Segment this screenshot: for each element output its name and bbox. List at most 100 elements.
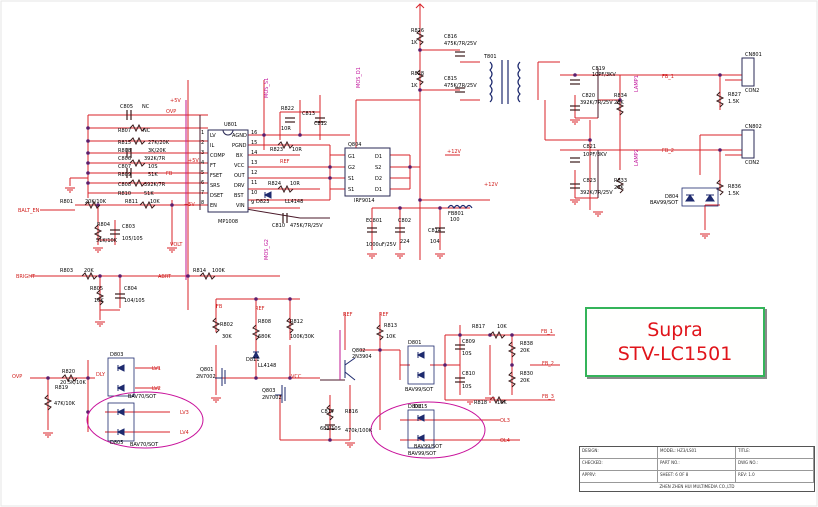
- label-q801-val: 2N7002: [196, 374, 216, 380]
- label-r812: R812: [290, 319, 303, 325]
- u801-pin-l1: LV: [210, 133, 216, 139]
- net-ovp: OVP: [166, 109, 176, 115]
- label-c815-val: 475K/7R/25V: [444, 83, 477, 89]
- net-dly: DLY: [96, 372, 106, 378]
- label-c805: C805: [120, 104, 133, 110]
- u801-pinno-1: 1: [201, 130, 204, 136]
- net-top-v2: MOS_D1: [356, 67, 362, 88]
- net-volt: VOLT: [170, 242, 183, 248]
- tb-apprv: APPRV:: [580, 471, 658, 482]
- ic-q804: [344, 147, 391, 197]
- label-r816-val: 470k/100K: [345, 428, 373, 434]
- label-ec801-val: 1000uF/25V: [366, 242, 397, 248]
- q804-pin-6: D2: [375, 176, 382, 182]
- label-d804-val: BAV99/SOT: [650, 200, 679, 206]
- u801-pinno-14: 14: [251, 150, 257, 156]
- tb-part-no: PART NO.:: [658, 459, 736, 470]
- label-c809-val: 10S: [462, 351, 472, 357]
- u801-pinno-8: 8: [201, 200, 204, 206]
- label-ec801: EC801: [366, 218, 382, 224]
- u801-pin-l8: EN: [210, 203, 217, 209]
- label-r804-val: 51K/10K: [96, 238, 118, 244]
- tb-sheet: SHEET: 6 OF 8: [658, 471, 736, 482]
- label-d801: D801: [408, 340, 421, 346]
- label-q803-val: 2N7002: [262, 395, 282, 401]
- brand-name: Supra: [647, 319, 703, 341]
- label-r838-val: 20K: [520, 348, 530, 354]
- u801-pin-r5: OUT: [234, 173, 246, 179]
- net-fb1-right: FB_1: [662, 74, 674, 80]
- label-d823-val: LL4148: [285, 199, 303, 205]
- model-label-box: Supra STV-LC1501: [585, 307, 765, 377]
- u801-pin-r7: BST: [234, 193, 245, 199]
- net-ol3: OL3: [500, 418, 510, 424]
- label-d823: D823: [256, 199, 269, 205]
- label-d803-val: BAV70/SOT: [128, 394, 157, 400]
- q804-pin-3: G2: [348, 165, 355, 171]
- label-r805: R805: [90, 286, 103, 292]
- label-c823: C823: [583, 178, 596, 184]
- net-ovp-in: OVP: [12, 374, 22, 380]
- u801-pinno-5: 5: [201, 170, 204, 176]
- label-d802-val: BAV99/SOT: [408, 451, 437, 457]
- junction-nodes: [46, 48, 722, 442]
- net-vcc: VCC: [291, 374, 302, 380]
- u801-pinno-12: 12: [251, 170, 257, 176]
- u801-pin-l7: DSET: [210, 193, 224, 199]
- label-r824-val: 10R: [290, 181, 300, 187]
- label-d815-val: BAV99/SOT: [414, 444, 443, 450]
- model-name: STV-LC1501: [617, 343, 733, 365]
- label-c814: C814: [428, 228, 441, 234]
- label-r813: R813: [384, 323, 397, 329]
- net-labels: BALT_EN BRIGHT +12V +12V +5V +5V +5V OVP…: [12, 67, 674, 444]
- u801-pinno-2: 2: [201, 140, 204, 146]
- label-c816: C816: [444, 34, 457, 40]
- label-c802-val: 224: [400, 239, 410, 245]
- label-r827-val: 1.5K: [728, 99, 740, 105]
- label-r818-val: 10K: [497, 400, 507, 406]
- u801-pinno-13: 13: [251, 160, 257, 166]
- tb-company: ZHEN ZHEN HUI MULTIMEDIA CO.,LTD: [659, 484, 735, 489]
- q804-pin-2: D1: [375, 154, 382, 160]
- label-r822: R822: [281, 106, 294, 112]
- u801-pin-r8: VIN: [236, 203, 245, 209]
- ic-u801-labels: U801 MP1008 LV IL COMP FT FSET SRS DSET …: [201, 122, 257, 225]
- q804-pin-7: S1: [348, 187, 354, 193]
- label-r820: R820: [62, 369, 75, 375]
- label-r830-val: 20K: [520, 378, 530, 384]
- label-r816: R816: [345, 409, 358, 415]
- label-r834: R834: [614, 93, 627, 99]
- net-plus5v-b: +5V: [184, 202, 195, 208]
- u801-pin-l5: FSET: [210, 173, 223, 179]
- ic-u801: [207, 129, 249, 213]
- tb-checked: CHECKED:: [580, 459, 658, 470]
- net-lamp1: LAMP1: [634, 75, 640, 92]
- label-r818: R818: [474, 400, 487, 406]
- label-c808-val: 392K/7R: [144, 182, 166, 188]
- q804-ref: Q804: [348, 142, 361, 148]
- net-bright: BRIGHT: [16, 274, 36, 280]
- connectors: [741, 57, 755, 159]
- net-top-v1: MOS_S1: [264, 78, 270, 98]
- label-r819-val: 47K/10K: [54, 401, 76, 407]
- u801-pin-l3: COMP: [210, 153, 225, 159]
- label-d805: D805: [110, 440, 123, 446]
- net-fb2-right: FB_2: [662, 148, 674, 154]
- highlight-ellipses: [86, 391, 486, 459]
- label-q802-val: 2N3904: [352, 354, 372, 360]
- label-c823-val: 392K/7R/25V: [580, 190, 613, 196]
- label-c819-val: 10PF/3KV: [592, 72, 616, 78]
- diodes: [116, 191, 715, 442]
- label-r807-val: NC: [143, 128, 151, 134]
- net-plus5v-c: +5V: [188, 158, 199, 164]
- u801-pin-l6: SRS: [210, 183, 220, 189]
- u801-pinno-11: 11: [251, 180, 257, 186]
- label-r801: R801: [60, 199, 73, 205]
- net-fb: FB: [216, 304, 223, 310]
- net-fb3: FB_3: [542, 394, 554, 400]
- label-r802: R802: [220, 322, 233, 328]
- label-c810b-val: 10S: [462, 384, 472, 390]
- tb-model: MODEL: HZ3/LS01: [658, 447, 736, 458]
- label-r808-val: 3K/20K: [148, 148, 167, 154]
